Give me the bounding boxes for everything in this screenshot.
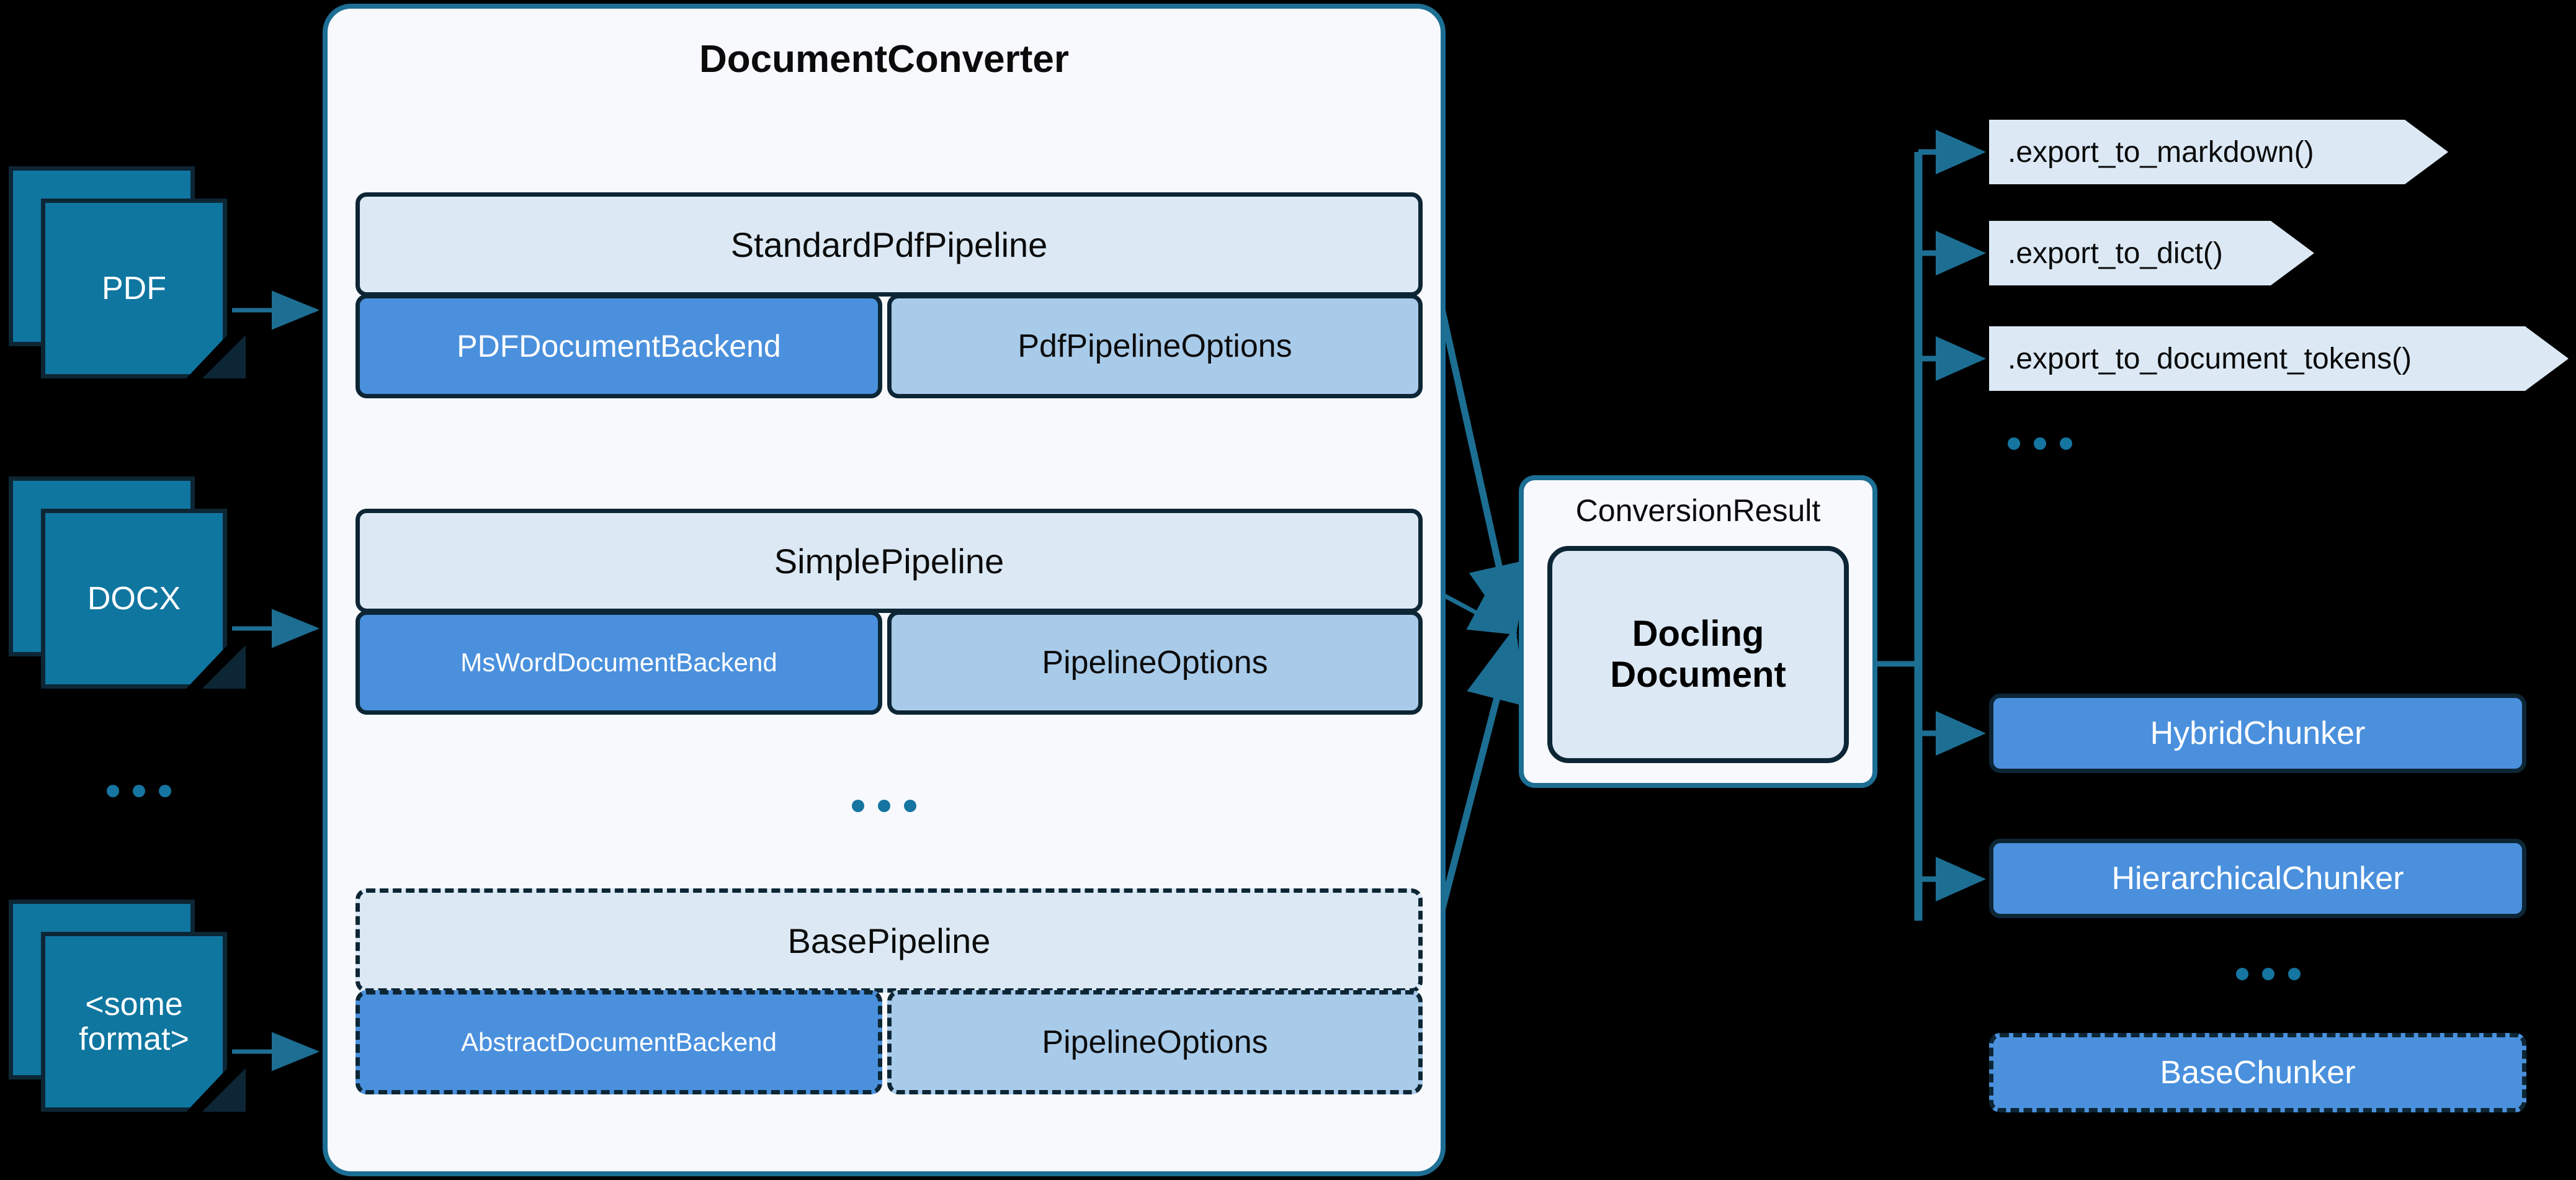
label-line-2: format> — [79, 1021, 189, 1057]
conversion-result-label: ConversionResult — [1575, 493, 1821, 528]
input-ellipsis — [107, 785, 171, 797]
document-converter-panel: DocumentConverter StandardPdfPipeline PD… — [323, 4, 1446, 1176]
export-label: .export_to_markdown() — [2008, 135, 2314, 169]
chunker-base[interactable]: BaseChunker — [1989, 1033, 2526, 1112]
chunker-label: HierarchicalChunker — [2111, 860, 2404, 896]
document-front-sheet: <some format> — [41, 932, 227, 1112]
source-document-pdf[interactable]: PDF — [9, 166, 246, 383]
pipeline-options[interactable]: PipelineOptions — [887, 990, 1423, 1094]
pipeline-base[interactable]: BasePipeline AbstractDocumentBackend Pip… — [356, 888, 1423, 1094]
dot — [2288, 968, 2301, 980]
pipeline-backend[interactable]: AbstractDocumentBackend — [356, 990, 883, 1094]
docling-document-line-1: Docling — [1632, 613, 1764, 654]
dot — [2262, 968, 2274, 980]
export-label: .export_to_document_tokens() — [2008, 342, 2412, 375]
source-document-docx[interactable]: DOCX — [9, 476, 246, 694]
document-front-sheet: DOCX — [41, 509, 227, 689]
chunker-label: BaseChunker — [2160, 1055, 2356, 1091]
dot — [904, 800, 916, 812]
document-front-sheet: PDF — [41, 199, 227, 378]
chunker-ellipsis — [2236, 968, 2301, 980]
dot — [2034, 437, 2046, 450]
export-markdown-arrow[interactable]: .export_to_markdown() — [1989, 120, 2448, 184]
export-document-tokens-arrow[interactable]: .export_to_document_tokens() — [1989, 326, 2569, 391]
pipeline-options[interactable]: PipelineOptions — [887, 610, 1423, 715]
pipeline-backend[interactable]: MsWordDocumentBackend — [356, 610, 883, 715]
dot — [107, 785, 119, 797]
dot — [133, 785, 145, 797]
export-ellipsis — [2008, 437, 2072, 450]
pipeline-name: BasePipeline — [356, 888, 1423, 993]
chunker-hybrid[interactable]: HybridChunker — [1989, 694, 2526, 773]
docling-document-box[interactable]: Docling Document — [1547, 546, 1849, 763]
source-document-label: <some format> — [79, 987, 189, 1057]
dot — [2236, 968, 2248, 980]
conversion-result-panel: ConversionResult Docling Document — [1519, 475, 1877, 788]
pipeline-name: SimplePipeline — [356, 509, 1423, 613]
dot — [878, 800, 890, 812]
chunker-hierarchical[interactable]: HierarchicalChunker — [1989, 839, 2526, 918]
source-document-label: DOCX — [87, 580, 181, 617]
pipeline-standard-pdf[interactable]: StandardPdfPipeline PDFDocumentBackend P… — [356, 192, 1423, 398]
pipeline-name: StandardPdfPipeline — [356, 192, 1423, 297]
source-document-other-format[interactable]: <some format> — [9, 900, 246, 1117]
dot — [2008, 437, 2020, 450]
pipeline-options[interactable]: PdfPipelineOptions — [887, 294, 1423, 398]
chunker-label: HybridChunker — [2150, 715, 2366, 751]
page-fold-icon — [202, 335, 246, 378]
export-dict-arrow[interactable]: .export_to_dict() — [1989, 221, 2314, 285]
pipeline-ellipsis — [852, 800, 916, 812]
docling-document-line-2: Document — [1610, 655, 1786, 695]
pipeline-simple[interactable]: SimplePipeline MsWordDocumentBackend Pip… — [356, 509, 1423, 715]
page-title: DocumentConverter — [699, 38, 1069, 81]
label-line-1: <some — [85, 986, 183, 1022]
pipeline-backend[interactable]: PDFDocumentBackend — [356, 294, 883, 398]
dot — [852, 800, 864, 812]
page-fold-icon — [202, 1068, 246, 1112]
source-document-label: PDF — [102, 270, 166, 306]
page-fold-icon — [202, 645, 246, 689]
dot — [159, 785, 171, 797]
export-label: .export_to_dict() — [2008, 236, 2223, 270]
dot — [2060, 437, 2072, 450]
